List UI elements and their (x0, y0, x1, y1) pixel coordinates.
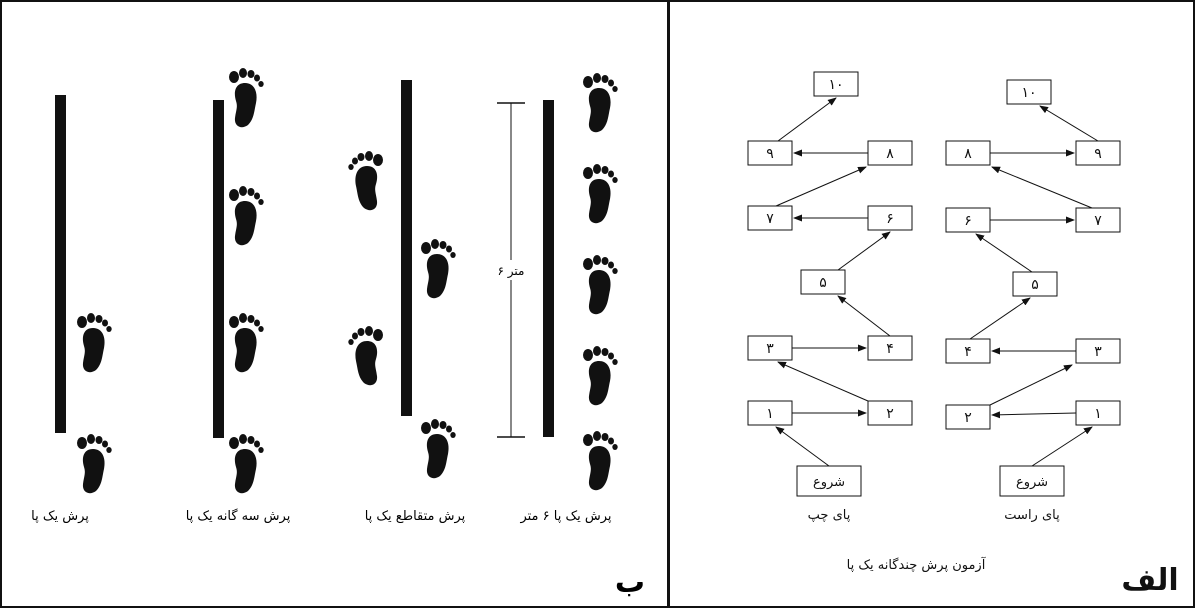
caption-crossover-hop: پرش متقاطع یک پا (365, 509, 466, 524)
left-box-10 (813, 71, 859, 97)
right-box-5 (1012, 271, 1058, 297)
panel-a-labels: ۱ ۲ ۳ ۴ ۵ ۶ ۷ ۸ ۹ ۱۰ شروع پای چپ ۱ ۲ ۳ ۴… (766, 77, 1178, 598)
footprint-icon (583, 346, 618, 406)
right-box-10-label: ۱۰ (1021, 85, 1036, 101)
left-box-7 (747, 205, 793, 231)
left-start-label: شروع (813, 475, 845, 490)
right-box-7-label: ۷ (1094, 213, 1102, 229)
right-box-8-label: ۸ (964, 146, 972, 162)
distance-label-bg (493, 260, 529, 280)
footprint-icon (229, 186, 264, 246)
triple-hop-line (213, 100, 224, 438)
panel-b-letter: ب (615, 565, 645, 600)
left-box-1-label: ۱ (766, 406, 774, 422)
left-box-6 (867, 205, 913, 231)
left-box-5-label: ۵ (819, 275, 827, 291)
footprint-icon (77, 434, 112, 494)
right-box-6-label: ۶ (964, 213, 972, 229)
footprint-icon (421, 239, 456, 299)
left-start-box (796, 465, 862, 497)
right-box-9-label: ۹ (1094, 146, 1102, 162)
right-box-7 (1075, 207, 1121, 233)
left-box-10-label: ۱۰ (828, 77, 843, 93)
left-box-2-label: ۲ (886, 406, 894, 422)
right-box-3 (1075, 338, 1121, 364)
left-box-8 (867, 140, 913, 166)
panel-a (747, 71, 1121, 497)
footprint-icon (583, 73, 618, 133)
footprint-icon (421, 419, 456, 479)
left-box-2 (867, 400, 913, 426)
footprint-icon (583, 255, 618, 315)
left-box-6-label: ۶ (886, 211, 894, 227)
left-leg-label: پای چپ (808, 508, 851, 523)
footprint-icon (229, 68, 264, 128)
right-box-4-label: ۴ (964, 344, 972, 360)
right-box-5-label: ۵ (1031, 277, 1039, 293)
left-box-8-label: ۸ (886, 146, 894, 162)
footprint-icon (583, 164, 618, 224)
left-box-3 (747, 335, 793, 361)
caption-timed-hop: پرش یک پا ۶ متر (519, 509, 611, 524)
panel-divider (667, 0, 670, 608)
single-hop-line (55, 95, 66, 433)
left-box-3-label: ۳ (766, 341, 774, 357)
right-box-4 (945, 338, 991, 364)
right-box-6 (945, 207, 991, 233)
left-box-9 (747, 140, 793, 166)
caption-triple-hop: پرش سه گانه یک پا (186, 508, 291, 524)
right-start-label: شروع (1016, 475, 1048, 490)
caption-single-hop: پرش یک پا (31, 509, 89, 524)
footprint-icon (229, 434, 264, 494)
panel-a-letter: الف (1121, 563, 1178, 598)
panel-a-title: آزمون پرش چندگانه یک پا (847, 556, 987, 573)
left-box-9-label: ۹ (766, 146, 774, 162)
left-box-7-label: ۷ (766, 211, 774, 227)
right-box-10 (1006, 79, 1052, 105)
right-box-3-label: ۳ (1094, 344, 1102, 360)
left-box-5 (800, 269, 846, 295)
right-start-box (999, 465, 1065, 497)
crossover-hop-line (401, 80, 412, 416)
left-box-4-label: ۴ (886, 341, 894, 357)
right-box-1-label: ۱ (1094, 406, 1102, 422)
panel-b: ۶ متر پرش یک پا پرش سه گانه یک پا پرش مت… (31, 68, 645, 600)
timed-hop-line (543, 100, 554, 437)
right-box-9 (1075, 140, 1121, 166)
footprint-icon (348, 151, 383, 211)
footprint-icon (583, 431, 618, 491)
footprint-icon (348, 326, 383, 386)
right-box-2-label: ۲ (964, 410, 972, 426)
footprint-icon (77, 313, 112, 373)
right-leg-label: پای راست (1004, 508, 1060, 523)
right-box-2 (945, 404, 991, 430)
footprint-icon (229, 313, 264, 373)
distance-label: ۶ متر (498, 264, 525, 279)
